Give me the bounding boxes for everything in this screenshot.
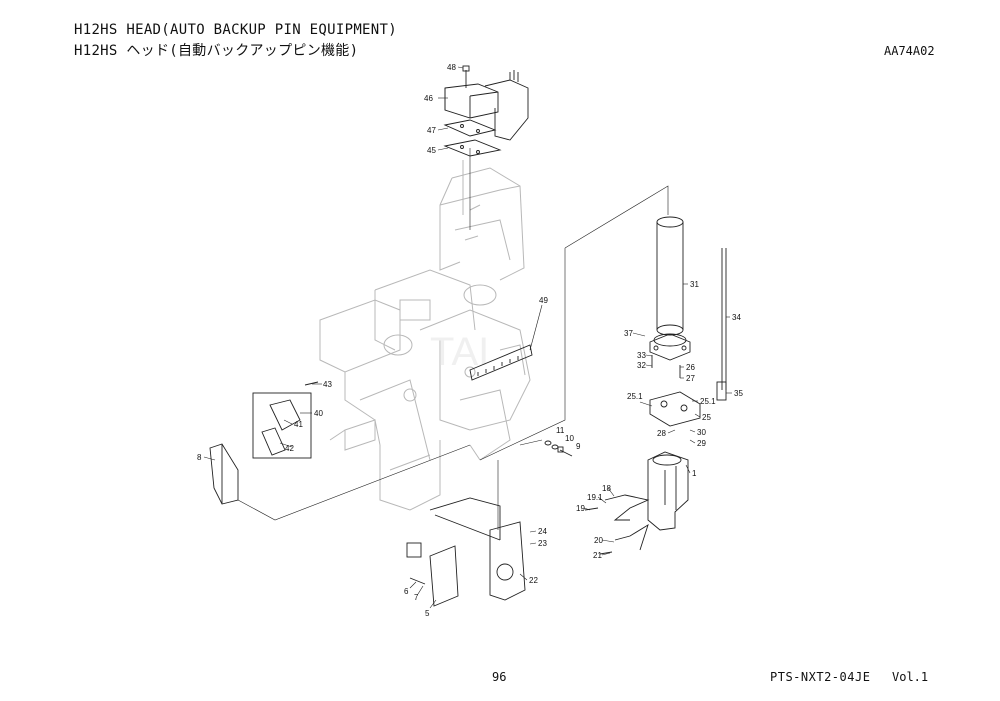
callout-19: 19 (576, 504, 585, 513)
sensor-plates (584, 494, 650, 555)
callout-32: 32 (637, 361, 646, 370)
callout-11: 11 (556, 426, 565, 435)
callout-5: 5 (425, 609, 430, 618)
callout-47: 47 (427, 126, 436, 135)
callout-19-1: 19.1 (587, 493, 603, 502)
cylinder-31 (649, 216, 691, 361)
callout-labels: 48 46 47 45 49 43 40 41 42 8 11 10 9 31 … (197, 63, 743, 618)
callout-40: 40 (314, 409, 323, 418)
callout-21: 21 (593, 551, 602, 560)
callout-25-1-right: 25.1 (700, 397, 716, 406)
callout-27: 27 (686, 374, 695, 383)
sensor-board-5 (406, 542, 459, 607)
volume-label: Vol.1 (892, 670, 929, 684)
watermark: TAI (430, 330, 489, 374)
callout-41: 41 (294, 420, 303, 429)
callout-18: 18 (602, 484, 611, 493)
document-number: PTS-NXT2-04JE (770, 670, 871, 684)
diagram-title-english: H12HS HEAD(AUTO BACKUP PIN EQUIPMENT) (74, 22, 397, 38)
callout-31: 31 (690, 280, 699, 289)
sensor-bracket-group (209, 381, 319, 505)
callout-25: 25 (702, 413, 711, 422)
callout-30: 30 (697, 428, 706, 437)
callout-24: 24 (538, 527, 547, 536)
callout-25-1-left: 25.1 (627, 392, 643, 401)
callout-9: 9 (576, 442, 581, 451)
rod-34 (716, 248, 727, 401)
page-number: 96 (492, 670, 507, 684)
callout-28: 28 (657, 429, 666, 438)
callout-8: 8 (197, 453, 202, 462)
head-frame-ghost (319, 160, 531, 511)
main-block-1 (647, 451, 689, 531)
callout-42: 42 (285, 444, 294, 453)
callout-23: 23 (538, 539, 547, 548)
callout-49: 49 (539, 296, 548, 305)
bracket-22 (429, 497, 526, 601)
callout-34: 34 (732, 313, 741, 322)
callout-20: 20 (594, 536, 603, 545)
callout-33: 33 (637, 351, 646, 360)
callout-48: 48 (447, 63, 456, 72)
callout-29: 29 (697, 439, 706, 448)
callout-37: 37 (624, 329, 633, 338)
callout-22: 22 (529, 576, 538, 585)
callout-45: 45 (427, 146, 436, 155)
callout-6: 6 (404, 587, 409, 596)
figure-code: AA74A02 (884, 44, 935, 58)
callout-1: 1 (692, 469, 697, 478)
diagram-title-japanese: H12HS ヘッド(自動バックアップピン機能) (74, 43, 359, 59)
assembly-leader-lines (237, 148, 669, 530)
screw-washer-group (544, 440, 573, 457)
callout-7: 7 (414, 593, 419, 602)
callout-10: 10 (565, 434, 574, 443)
callout-46: 46 (424, 94, 433, 103)
scale-plate-49 (469, 344, 533, 381)
callout-26: 26 (686, 363, 695, 372)
valve-assembly (443, 65, 529, 157)
callout-43: 43 (323, 380, 332, 389)
callout-35: 35 (734, 389, 743, 398)
callout-leaders (203, 66, 732, 609)
